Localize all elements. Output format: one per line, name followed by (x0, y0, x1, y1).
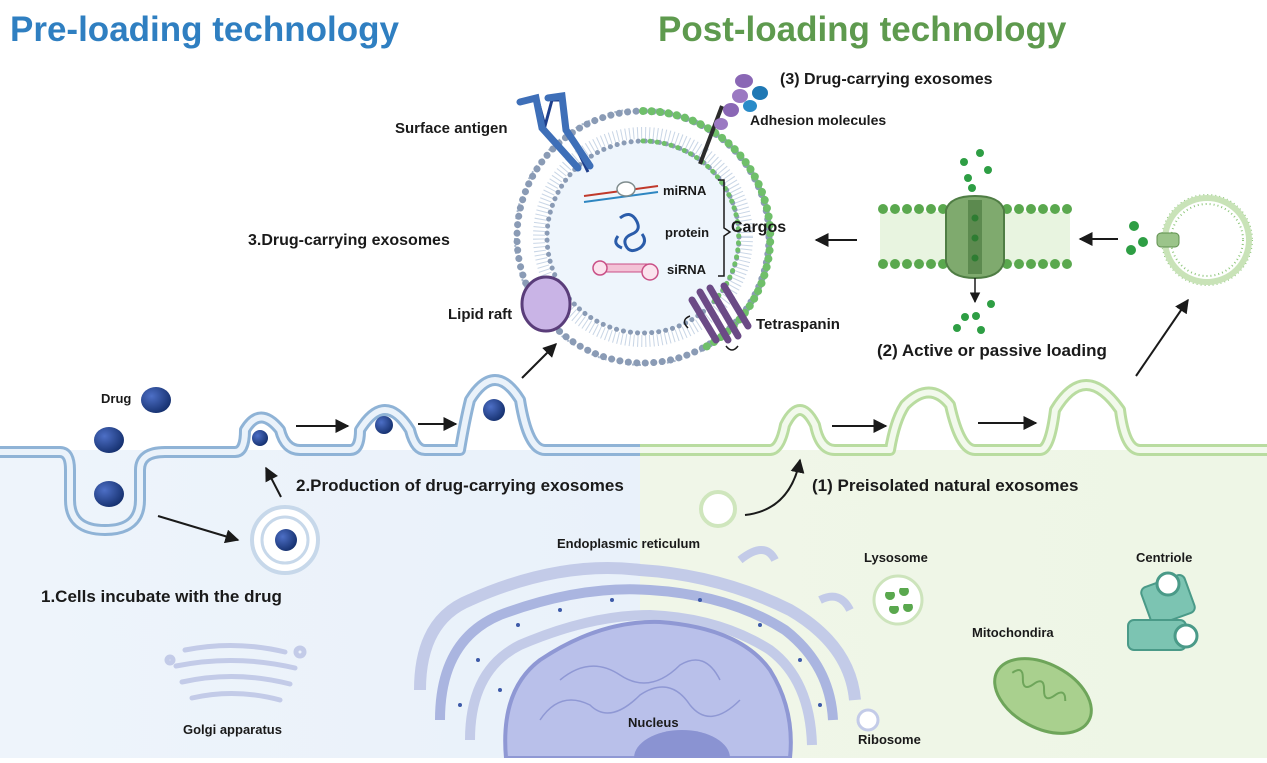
loading-membrane-section (878, 149, 1148, 334)
post-arrows (744, 232, 1189, 516)
drug-exosomes-post-label: (3) Drug-carrying exosomes (780, 71, 993, 88)
tetraspanin-icon (688, 282, 752, 344)
drug-particle (375, 416, 393, 434)
drug-exosomes-pre-label: 3.Drug-carrying exosomes (248, 232, 450, 249)
surface-antigen-label: Surface antigen (395, 120, 508, 137)
plasma-membrane-pre (0, 374, 640, 536)
er-label: Endoplasmic reticulum (557, 536, 701, 551)
surface-antigen-icon (516, 92, 594, 173)
loading-drug-beads (953, 149, 1148, 334)
drug-particle (94, 427, 124, 453)
endosome-vesicle (250, 505, 320, 575)
preisolated-vesicle (699, 490, 737, 528)
mirna-label: miRNA (663, 183, 707, 198)
drug-particle (483, 399, 505, 421)
golgi-label: Golgi apparatus (183, 722, 282, 737)
centriole-label: Centriole (1136, 550, 1193, 565)
active-passive-loading-label: (2) Active or passive loading (877, 341, 1107, 360)
pre-loading-title: Pre-loading technology (10, 10, 399, 49)
drug-particle (275, 529, 297, 551)
lysosome-label: Lysosome (864, 550, 928, 565)
plasma-membrane-post (640, 379, 1267, 456)
lysosome-icon (872, 574, 924, 626)
nucleus-label: Nucleus (628, 715, 679, 730)
drug-particle (94, 481, 124, 507)
green-leaflet (639, 106, 775, 354)
mitochondria-icon (993, 657, 1093, 735)
lipid-raft-label: Lipid raft (448, 306, 513, 323)
lipid-raft-icon (520, 275, 572, 333)
cargos-bracket (718, 179, 732, 277)
tetraspanin-label: Tetraspanin (756, 316, 840, 333)
pre-arrows (157, 343, 557, 544)
protein-label: protein (665, 225, 710, 240)
natural-exosome-vesicle (1156, 194, 1253, 286)
adhesion-molecules-label: Adhesion molecules (750, 112, 887, 128)
ribosome-label: Ribosome (858, 732, 921, 747)
drug-label: Drug (101, 391, 132, 406)
drug-particles (94, 387, 505, 507)
centriole-icon (1127, 571, 1199, 651)
sirna-icon (592, 260, 659, 281)
post-loading-title: Post-loading technology (658, 10, 1067, 49)
nucleus-er-organelles (414, 546, 880, 763)
drug-carrying-exosome (513, 74, 775, 367)
mitochondria-label: Mitochondira (972, 625, 1054, 640)
adhesion-molecules-icon (698, 74, 768, 165)
drug-particle (141, 387, 171, 413)
cells-incubate-label: 1.Cells incubate with the drug (41, 587, 282, 606)
protein-icon (614, 213, 647, 253)
cargos-label: Cargos (731, 219, 787, 236)
preisolated-exosomes-label: (1) Preisolated natural exosomes (812, 476, 1079, 495)
drug-particle (252, 430, 268, 446)
sirna-label: siRNA (667, 262, 707, 277)
mirna-icon (583, 181, 659, 203)
golgi-apparatus-icon (164, 642, 307, 703)
production-label: 2.Production of drug-carrying exosomes (296, 476, 624, 495)
